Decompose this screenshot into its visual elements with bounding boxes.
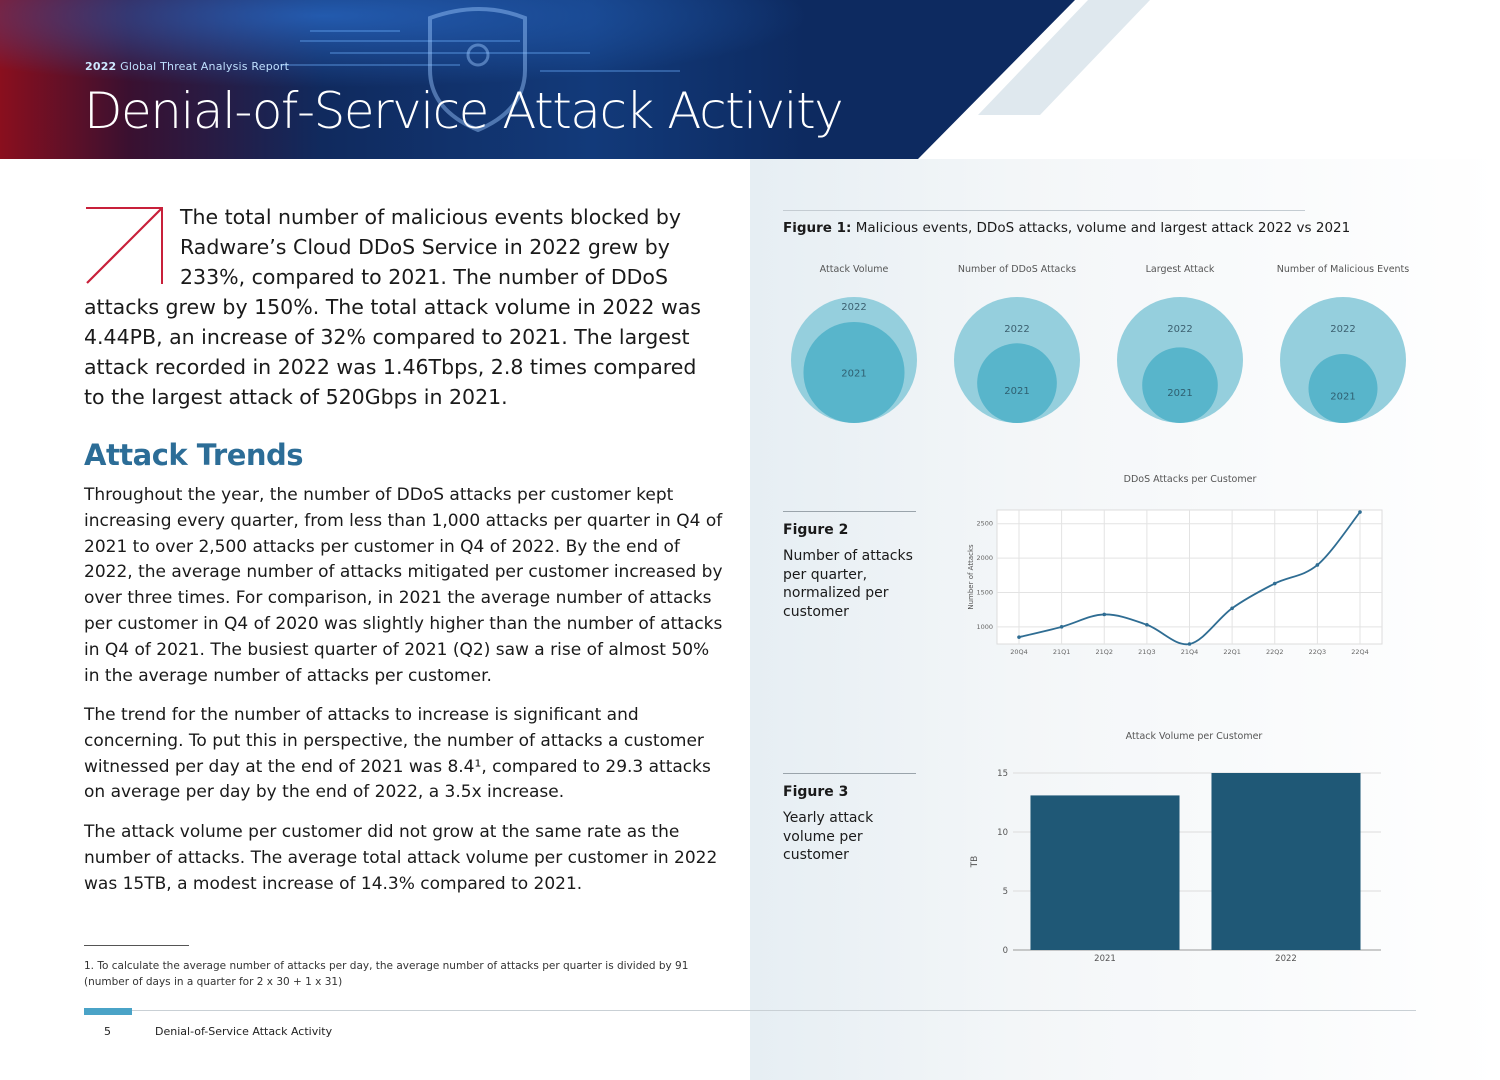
x-tick-label: 21Q4	[1181, 648, 1199, 656]
x-tick-label: 2022	[1275, 954, 1297, 964]
data-point	[1187, 642, 1192, 646]
bar	[1030, 795, 1180, 950]
figure-3-description: Yearly attack volume per customer	[783, 810, 874, 863]
footer-title: Denial-of-Service Attack Activity	[155, 1025, 333, 1038]
page-header: 2022 Global Threat Analysis Report Denia…	[0, 0, 1500, 159]
x-tick-label: 2021	[1094, 954, 1116, 964]
y-axis-label: Number of Attacks	[967, 544, 975, 610]
x-tick-label: 22Q4	[1351, 648, 1369, 656]
y-tick-label: 5	[1003, 887, 1008, 897]
arrow-up-right-icon	[86, 207, 163, 284]
bubble-label-2021: 2021	[841, 368, 866, 379]
bubble-2021	[1308, 353, 1378, 423]
bubble-panel-title: Attack Volume	[820, 264, 889, 275]
figure-2-divider	[783, 511, 916, 512]
body-paragraph: Throughout the year, the number of DDoS …	[84, 485, 723, 686]
x-tick-label: 21Q3	[1138, 648, 1156, 656]
bubble-label-2021: 2021	[1004, 386, 1029, 397]
data-point	[1102, 612, 1107, 617]
bubble-2021	[977, 343, 1057, 423]
bar	[1211, 773, 1361, 950]
header-banner	[0, 0, 1150, 159]
figure-1-caption: Figure 1: Malicious events, DDoS attacks…	[783, 220, 1351, 236]
section-heading: Attack Trends	[84, 438, 304, 472]
x-tick-label: 21Q2	[1095, 648, 1113, 656]
y-tick-label: 2500	[976, 520, 993, 528]
x-tick-label: 22Q3	[1309, 648, 1327, 656]
data-point	[1358, 510, 1362, 514]
footnote-divider	[84, 945, 189, 946]
intro-paragraph: The total number of malicious events blo…	[84, 205, 701, 409]
chart-title: DDoS Attacks per Customer	[1124, 474, 1257, 485]
footer-divider	[84, 1010, 1416, 1011]
bubble-panel-title: Number of DDoS Attacks	[958, 264, 1076, 275]
y-tick-label: 2000	[976, 554, 993, 562]
page-number: 5	[104, 1025, 111, 1038]
bubble-label-2022: 2022	[1004, 324, 1029, 335]
bubble-label-2022: 2022	[841, 302, 866, 313]
body-paragraph: The trend for the number of attacks to i…	[84, 705, 711, 803]
figure-3-bar-chart: Attack Volume per Customer 0 5 10 15TB 2021 20…	[970, 731, 1381, 964]
bubble-label-2021: 2021	[1330, 391, 1355, 402]
data-point	[1059, 625, 1064, 629]
footnote: 1. To calculate the average number of at…	[84, 960, 689, 988]
figure-3-divider	[783, 773, 916, 774]
data-point	[1145, 622, 1149, 627]
page-title: Denial-of-Service Attack Activity	[84, 82, 844, 140]
data-point	[1315, 563, 1320, 567]
figure-2-label: Figure 2	[783, 522, 849, 538]
y-tick-label: 0	[1003, 946, 1008, 956]
bubble-label-2021: 2021	[1167, 388, 1192, 399]
y-tick-label: 1500	[976, 588, 993, 596]
x-tick-label: 21Q1	[1053, 648, 1071, 656]
bubble-label-2022: 2022	[1167, 324, 1192, 335]
y-tick-label: 1000	[976, 623, 993, 631]
report-kicker: 2022 Global Threat Analysis Report	[85, 60, 290, 73]
figure-1-divider	[783, 210, 1305, 211]
figure-3-label: Figure 3	[783, 784, 849, 800]
x-tick-label: 22Q2	[1266, 648, 1284, 656]
x-tick-label: 22Q1	[1223, 648, 1241, 656]
data-point	[1017, 635, 1021, 639]
y-axis-label: TB	[970, 856, 980, 869]
figure-2-description: Number of attacks per quarter, normalize…	[783, 548, 913, 620]
bubble-2021	[803, 321, 905, 423]
bubble-panel-title: Number of Malicious Events	[1277, 264, 1410, 275]
data-point	[1230, 606, 1234, 611]
chart-title: Attack Volume per Customer	[1126, 731, 1263, 742]
y-tick-label: 15	[997, 769, 1008, 779]
y-tick-label: 10	[997, 828, 1008, 838]
x-tick-label: 20Q4	[1010, 648, 1028, 656]
bubble-panel-title: Largest Attack	[1146, 264, 1215, 275]
data-point	[1272, 581, 1277, 586]
footer-accent-bar	[84, 1008, 132, 1015]
bubble-label-2022: 2022	[1330, 324, 1355, 335]
figure-1-bubble-chart: Attack Volume 2022 2021 Number of DDoS Atta…	[791, 264, 1410, 423]
bubble-2021	[1142, 347, 1218, 423]
figure-2-line-chart: DDoS Attacks per Customer 20Q4 21Q1 21Q2 21Q…	[967, 474, 1383, 656]
body-paragraph: The attack volume per customer did not g…	[84, 822, 718, 894]
